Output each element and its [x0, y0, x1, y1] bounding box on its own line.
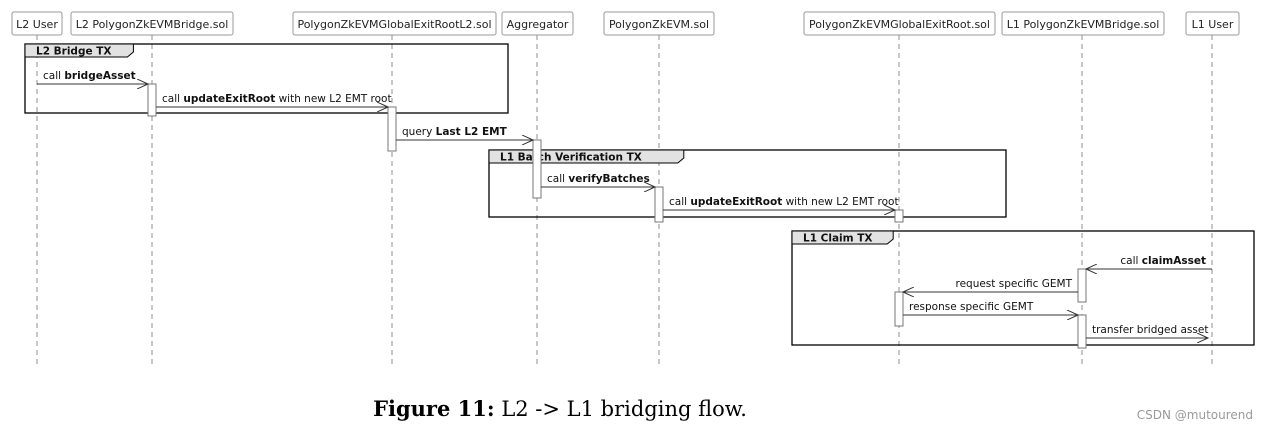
message-label-8: transfer bridged asset [1092, 324, 1208, 336]
message-label-3: call verifyBatches [547, 173, 650, 185]
fragment-label-2: L1 Claim TX [803, 233, 873, 245]
participant-label-ger: PolygonZkEVMGlobalExitRoot.sol [809, 18, 990, 31]
activation-bar [1077, 314, 1087, 349]
activation-bar [532, 139, 542, 199]
figure-number: Figure 11: [373, 396, 495, 421]
sequence-diagram: L2 Bridge TX L1 Batch Verification TX L1 C… [11, 11, 1255, 365]
message-label-part: call [669, 196, 690, 208]
fragment-frame-1 [488, 149, 1007, 218]
fragment-frame-2 [791, 230, 1255, 346]
participant-box-l2ger [292, 11, 497, 36]
activation-bar [1077, 268, 1087, 303]
participant-label-l1bridge: L1 PolygonZkEVMBridge.sol [1007, 18, 1160, 31]
message-label-part: call [1120, 255, 1141, 267]
participant-label-l2bridge: L2 PolygonZkEVMBridge.sol [76, 18, 229, 31]
participant-label-aggregator: Aggregator [507, 18, 569, 31]
figure-caption: Figure 11: L2 -> L1 bridging flow. [0, 396, 1120, 421]
activation-bar [654, 186, 664, 223]
message-label-1: call updateExitRoot with new L2 EMT root [162, 93, 392, 105]
figure-title: L2 -> L1 bridging flow. [501, 397, 747, 421]
fragment-tab-0 [24, 43, 134, 58]
participant-box-l2user [11, 11, 63, 36]
message-label-part: bridgeAsset [64, 70, 135, 82]
message-label-part: call [43, 70, 64, 82]
participant-box-aggregator [501, 11, 574, 36]
message-label-7: response specific GEMT [909, 301, 1034, 313]
message-label-0: call bridgeAsset [43, 70, 136, 82]
participant-box-ger [803, 11, 996, 36]
message-label-part: claimAsset [1142, 255, 1206, 267]
message-label-part: verifyBatches [568, 173, 649, 185]
message-label-part: updateExitRoot [183, 93, 275, 105]
participant-label-l2user: L2 User [16, 18, 58, 31]
message-label-part: with new L2 EMT root [275, 93, 391, 105]
watermark: CSDN @mutourend [1136, 408, 1253, 422]
participant-box-l1user [1185, 11, 1240, 36]
participant-box-zkevm [603, 11, 715, 36]
message-label-2: query Last L2 EMT [402, 126, 508, 138]
participant-box-l1bridge [1001, 11, 1165, 36]
participant-label-zkevm: PolygonZkEVM.sol [609, 18, 709, 31]
message-label-5: call claimAsset [1120, 255, 1206, 267]
message-label-part: with new L2 EMT root [782, 196, 898, 208]
fragment-tab-2 [791, 230, 894, 245]
message-label-part: Last L2 EMT [436, 126, 508, 138]
message-label-part: response specific GEMT [909, 301, 1034, 313]
message-label-part: request specific GEMT [955, 278, 1072, 290]
message-label-4: call updateExitRoot with new L2 EMT root [669, 196, 899, 208]
message-label-part: call [162, 93, 183, 105]
fragment-frame-0 [24, 43, 509, 114]
participant-box-l2bridge [70, 11, 234, 36]
activation-bar [147, 83, 157, 117]
activation-bar [894, 209, 904, 223]
participant-label-l1user: L1 User [1192, 18, 1234, 31]
participant-label-l2ger: PolygonZkEVMGlobalExitRootL2.sol [297, 18, 491, 31]
fragment-label-1: L1 Batch Verification TX [500, 152, 642, 164]
message-label-part: transfer bridged asset [1092, 324, 1208, 336]
activation-bar [894, 291, 904, 327]
message-label-part: query [402, 126, 436, 138]
message-label-part: call [547, 173, 568, 185]
fragment-label-0: L2 Bridge TX [36, 46, 112, 58]
activation-bar [387, 106, 397, 152]
message-label-6: request specific GEMT [955, 278, 1072, 290]
message-label-part: updateExitRoot [690, 196, 782, 208]
